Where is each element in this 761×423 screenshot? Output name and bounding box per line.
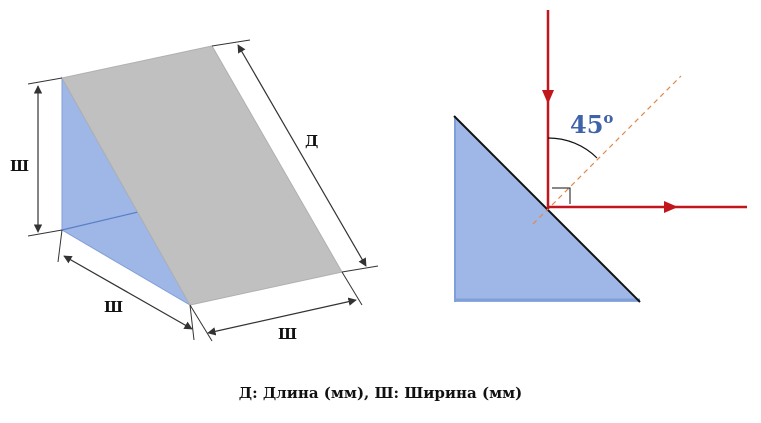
angle-label: 45o <box>570 109 613 139</box>
label-length: Д <box>305 132 318 150</box>
dim-height-ext-top <box>27 77 63 85</box>
dim-length-ext-bottom <box>341 265 379 273</box>
dim-width-left-line <box>63 255 193 330</box>
dim-length-ext-top <box>211 39 251 47</box>
right-angle-mark <box>552 187 571 204</box>
label-height: Ш <box>10 157 29 175</box>
dim-width-right-ext-b <box>341 271 363 306</box>
degree-symbol: o <box>603 109 613 127</box>
reflected-arrow-icon <box>664 201 678 213</box>
incident-arrow-icon <box>542 90 554 104</box>
dim-height-ext-bottom <box>27 229 63 237</box>
dim-width-left-ext-a <box>57 229 63 263</box>
angle-arc <box>547 137 598 159</box>
prism-hidden-edge <box>61 211 139 231</box>
normal-line <box>532 75 682 225</box>
dim-width-right-line <box>207 297 357 336</box>
dim-length-line <box>237 44 367 267</box>
caption: Д: Длина (мм), Ш: Ширина (мм) <box>238 384 523 402</box>
label-width-left: Ш <box>104 298 123 316</box>
label-width-right: Ш <box>278 325 297 343</box>
prism-3d: Ш Д Ш Ш <box>10 39 379 343</box>
prism-2d: 45o <box>453 10 747 303</box>
